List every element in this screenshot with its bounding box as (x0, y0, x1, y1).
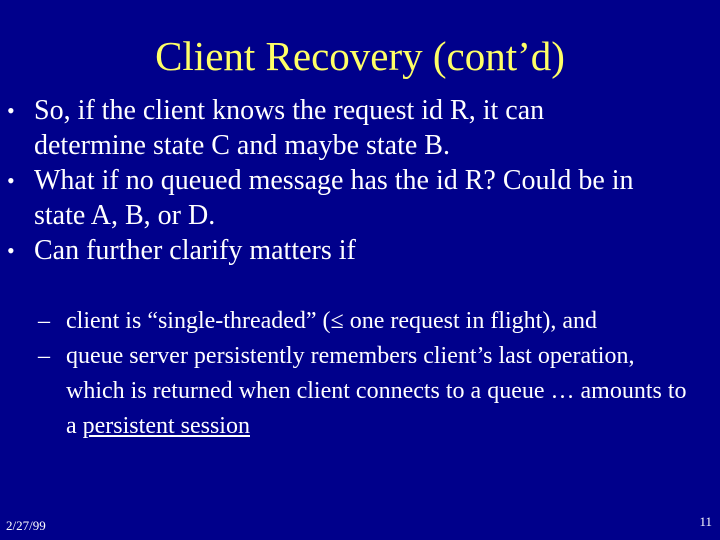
persistent-session-term: persistent session (82, 413, 250, 439)
bullet-list: • So, if the client knows the request id… (0, 93, 654, 268)
sub-bullet-item: – queue server persistently remembers cl… (0, 339, 696, 444)
sub-bullet-marker: – (38, 308, 50, 334)
footer-date: 2/27/99 (6, 518, 46, 533)
page-number: 11 (699, 514, 712, 529)
bullet-text: So, if the client knows the request id R… (34, 95, 545, 161)
sub-bullet-list: – client is “single-threaded” (≤ one req… (0, 304, 696, 444)
slide-title: Client Recovery (cont’d) (155, 33, 565, 79)
sub-bullet-text: queue server persistently remembers clie… (66, 343, 687, 439)
bullet-marker: • (7, 98, 15, 123)
bullet-text: What if no queued message has the id R? … (34, 165, 634, 231)
bullet-item: • Can further clarify matters if (0, 233, 654, 268)
bullet-marker: • (7, 168, 15, 193)
bullet-marker: • (7, 238, 15, 263)
bullet-text: Can further clarify matters if (34, 235, 356, 266)
sub-bullet-text: client is “single-threaded” (≤ one reque… (66, 308, 597, 334)
bullet-item: • What if no queued message has the id R… (0, 163, 654, 233)
sub-bullet-item: – client is “single-threaded” (≤ one req… (0, 304, 696, 339)
bullet-item: • So, if the client knows the request id… (0, 93, 654, 163)
sub-bullet-marker: – (38, 343, 50, 369)
